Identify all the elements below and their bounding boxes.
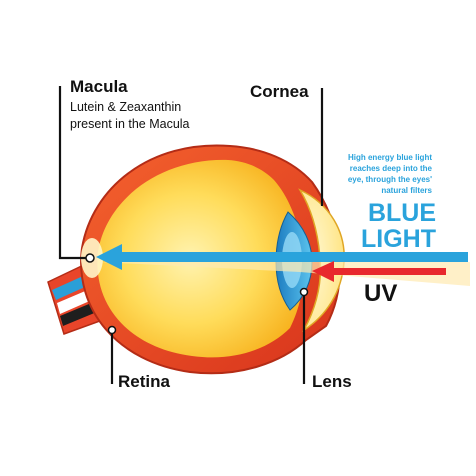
lens-label: Lens [312, 372, 352, 391]
uv-label: UV [364, 280, 398, 307]
lens-marker [299, 287, 309, 297]
cornea-label: Cornea [250, 82, 309, 101]
blue-light-note-line-4: natural filters [381, 186, 432, 195]
macula-description-line-1: Lutein & Zeaxanthin [70, 100, 182, 114]
retina-label: Retina [118, 372, 170, 391]
macula-marker [85, 253, 95, 263]
blue-light-note-line-1: High energy blue light [347, 153, 432, 162]
macula-leader [58, 86, 86, 260]
macula-label: Macula [70, 77, 128, 96]
uv-arrow [312, 261, 446, 282]
blue-light-note-line-3: eye, through the eyes' [347, 175, 432, 184]
blue-light-arrow [96, 244, 468, 270]
blue-light-title-line-2: LIGHT [361, 225, 436, 253]
blue-light-title-line-1: BLUE [367, 199, 436, 227]
macula-description-line-2: present in the Macula [70, 117, 190, 131]
retina-marker [107, 325, 117, 335]
blue-light-note-line-2: reaches deep into the [349, 164, 432, 173]
leader-lines [58, 86, 324, 384]
